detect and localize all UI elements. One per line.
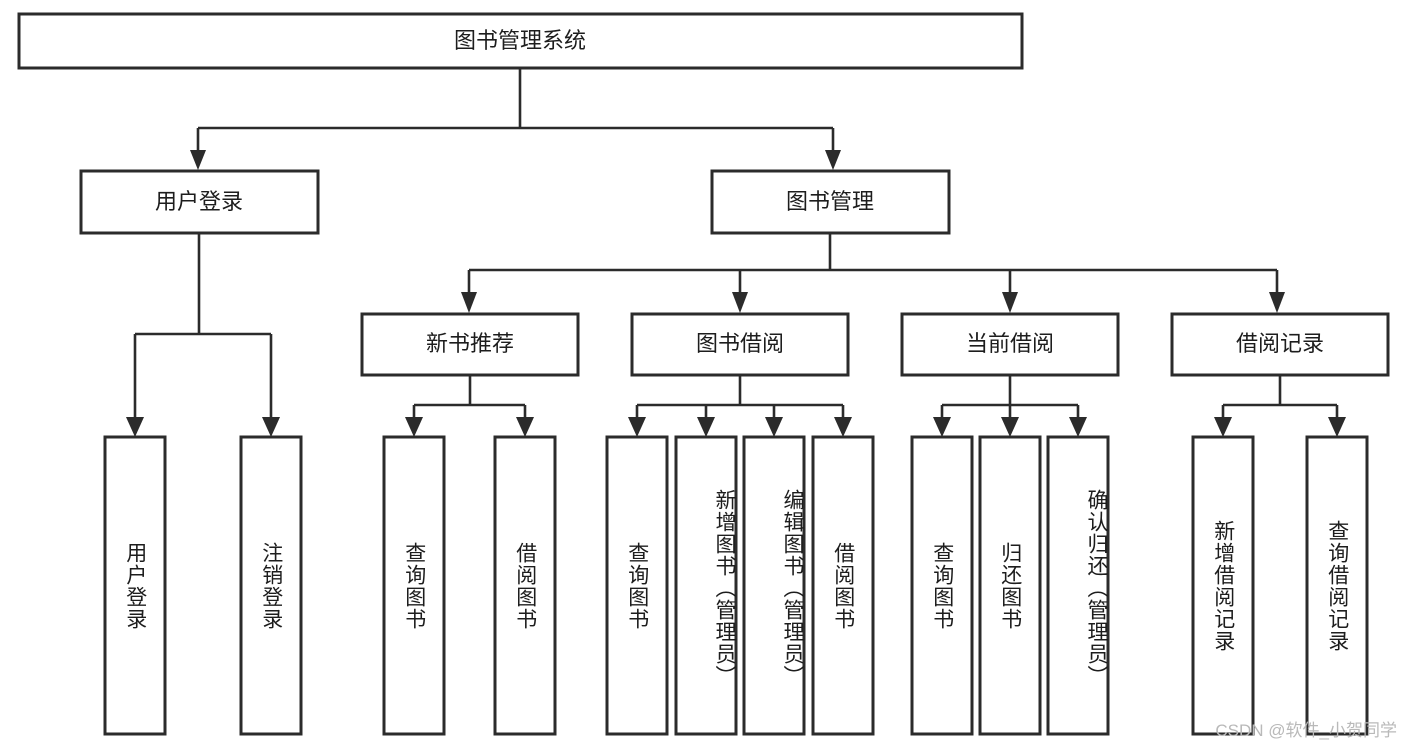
node-root-label: 图书管理系统 [454,28,586,53]
leaf-box-book-borrow-1[interactable] [605,435,669,736]
arrow-new-book-leaf-2 [516,417,534,437]
arrow-book-borrow-leaf-4 [834,417,852,437]
leaf-box-new-book-2[interactable] [493,435,557,736]
node-current-borrow-label: 当前借阅 [966,331,1054,356]
arrow-book-borrow-leaf-3 [765,417,783,437]
node-user-login-label: 用户登录 [155,189,243,214]
arrow-borrow-record-leaf-1 [1214,417,1232,437]
arrow-to-book-manage [825,150,841,170]
arrow-book-borrow-leaf-2 [697,417,715,437]
arrow-current-borrow-leaf-2 [1001,417,1019,437]
arrow-to-current-borrow [1002,292,1018,313]
leaf-box-book-borrow-3[interactable] [742,435,806,736]
node-current-borrow-box[interactable] [900,312,1120,377]
arrow-new-book-leaf-1 [405,417,423,437]
leaf-box-current-borrow-1[interactable] [910,435,974,736]
leaf-box-user-login-2[interactable] [239,435,303,736]
node-current-borrow[interactable]: 当前借阅 [900,312,1120,377]
arrow-borrow-record-leaf-2 [1328,417,1346,437]
node-new-book-recommend-box[interactable] [360,312,580,377]
node-root-box[interactable] [17,12,1024,70]
node-book-borrow-label: 图书借阅 [696,331,784,356]
node-root[interactable]: 图书管理系统 [17,12,1024,70]
connector-book-manage-to-level3 [461,233,1285,313]
arrow-user-login-leaf-1 [126,417,144,437]
node-user-login-box[interactable] [79,169,320,235]
arrow-current-borrow-leaf-3 [1069,417,1087,437]
arrow-user-login-leaf-2 [262,417,280,437]
arrow-to-new-book [461,292,477,313]
connector-user-login-to-leaves [126,233,280,437]
arrow-current-borrow-leaf-1 [933,417,951,437]
node-book-manage[interactable]: 图书管理 [710,169,951,235]
arrow-to-borrow-record [1269,292,1285,313]
node-book-borrow[interactable]: 图书借阅 [630,312,850,377]
leaf-box-book-borrow-2[interactable] [674,435,738,736]
connector-book-borrow-to-leaves [628,375,852,437]
leaf-box-current-borrow-2[interactable] [978,435,1042,736]
leaf-box-borrow-record-1[interactable] [1191,435,1255,736]
node-new-book-recommend[interactable]: 新书推荐 [360,312,580,377]
leaf-box-book-borrow-4[interactable] [811,435,875,736]
node-new-book-recommend-label: 新书推荐 [426,331,514,356]
connector-current-borrow-to-leaves [933,375,1087,437]
connector-borrow-record-to-leaves [1214,375,1346,437]
leaf-box-borrow-record-2[interactable] [1305,435,1369,736]
arrow-book-borrow-leaf-1 [628,417,646,437]
leaf-box-current-borrow-3[interactable] [1046,435,1110,736]
arrow-to-user-login [190,150,206,170]
node-user-login[interactable]: 用户登录 [79,169,320,235]
connector-new-book-to-leaves [405,375,534,437]
node-borrow-record-label: 借阅记录 [1236,331,1324,356]
node-borrow-record[interactable]: 借阅记录 [1170,312,1390,377]
arrow-to-book-borrow [732,292,748,313]
leaf-box-new-book-1[interactable] [382,435,446,736]
leaf-box-user-login-1[interactable] [103,435,167,736]
connector-root-to-level2 [190,68,841,170]
node-book-manage-label: 图书管理 [786,189,874,214]
